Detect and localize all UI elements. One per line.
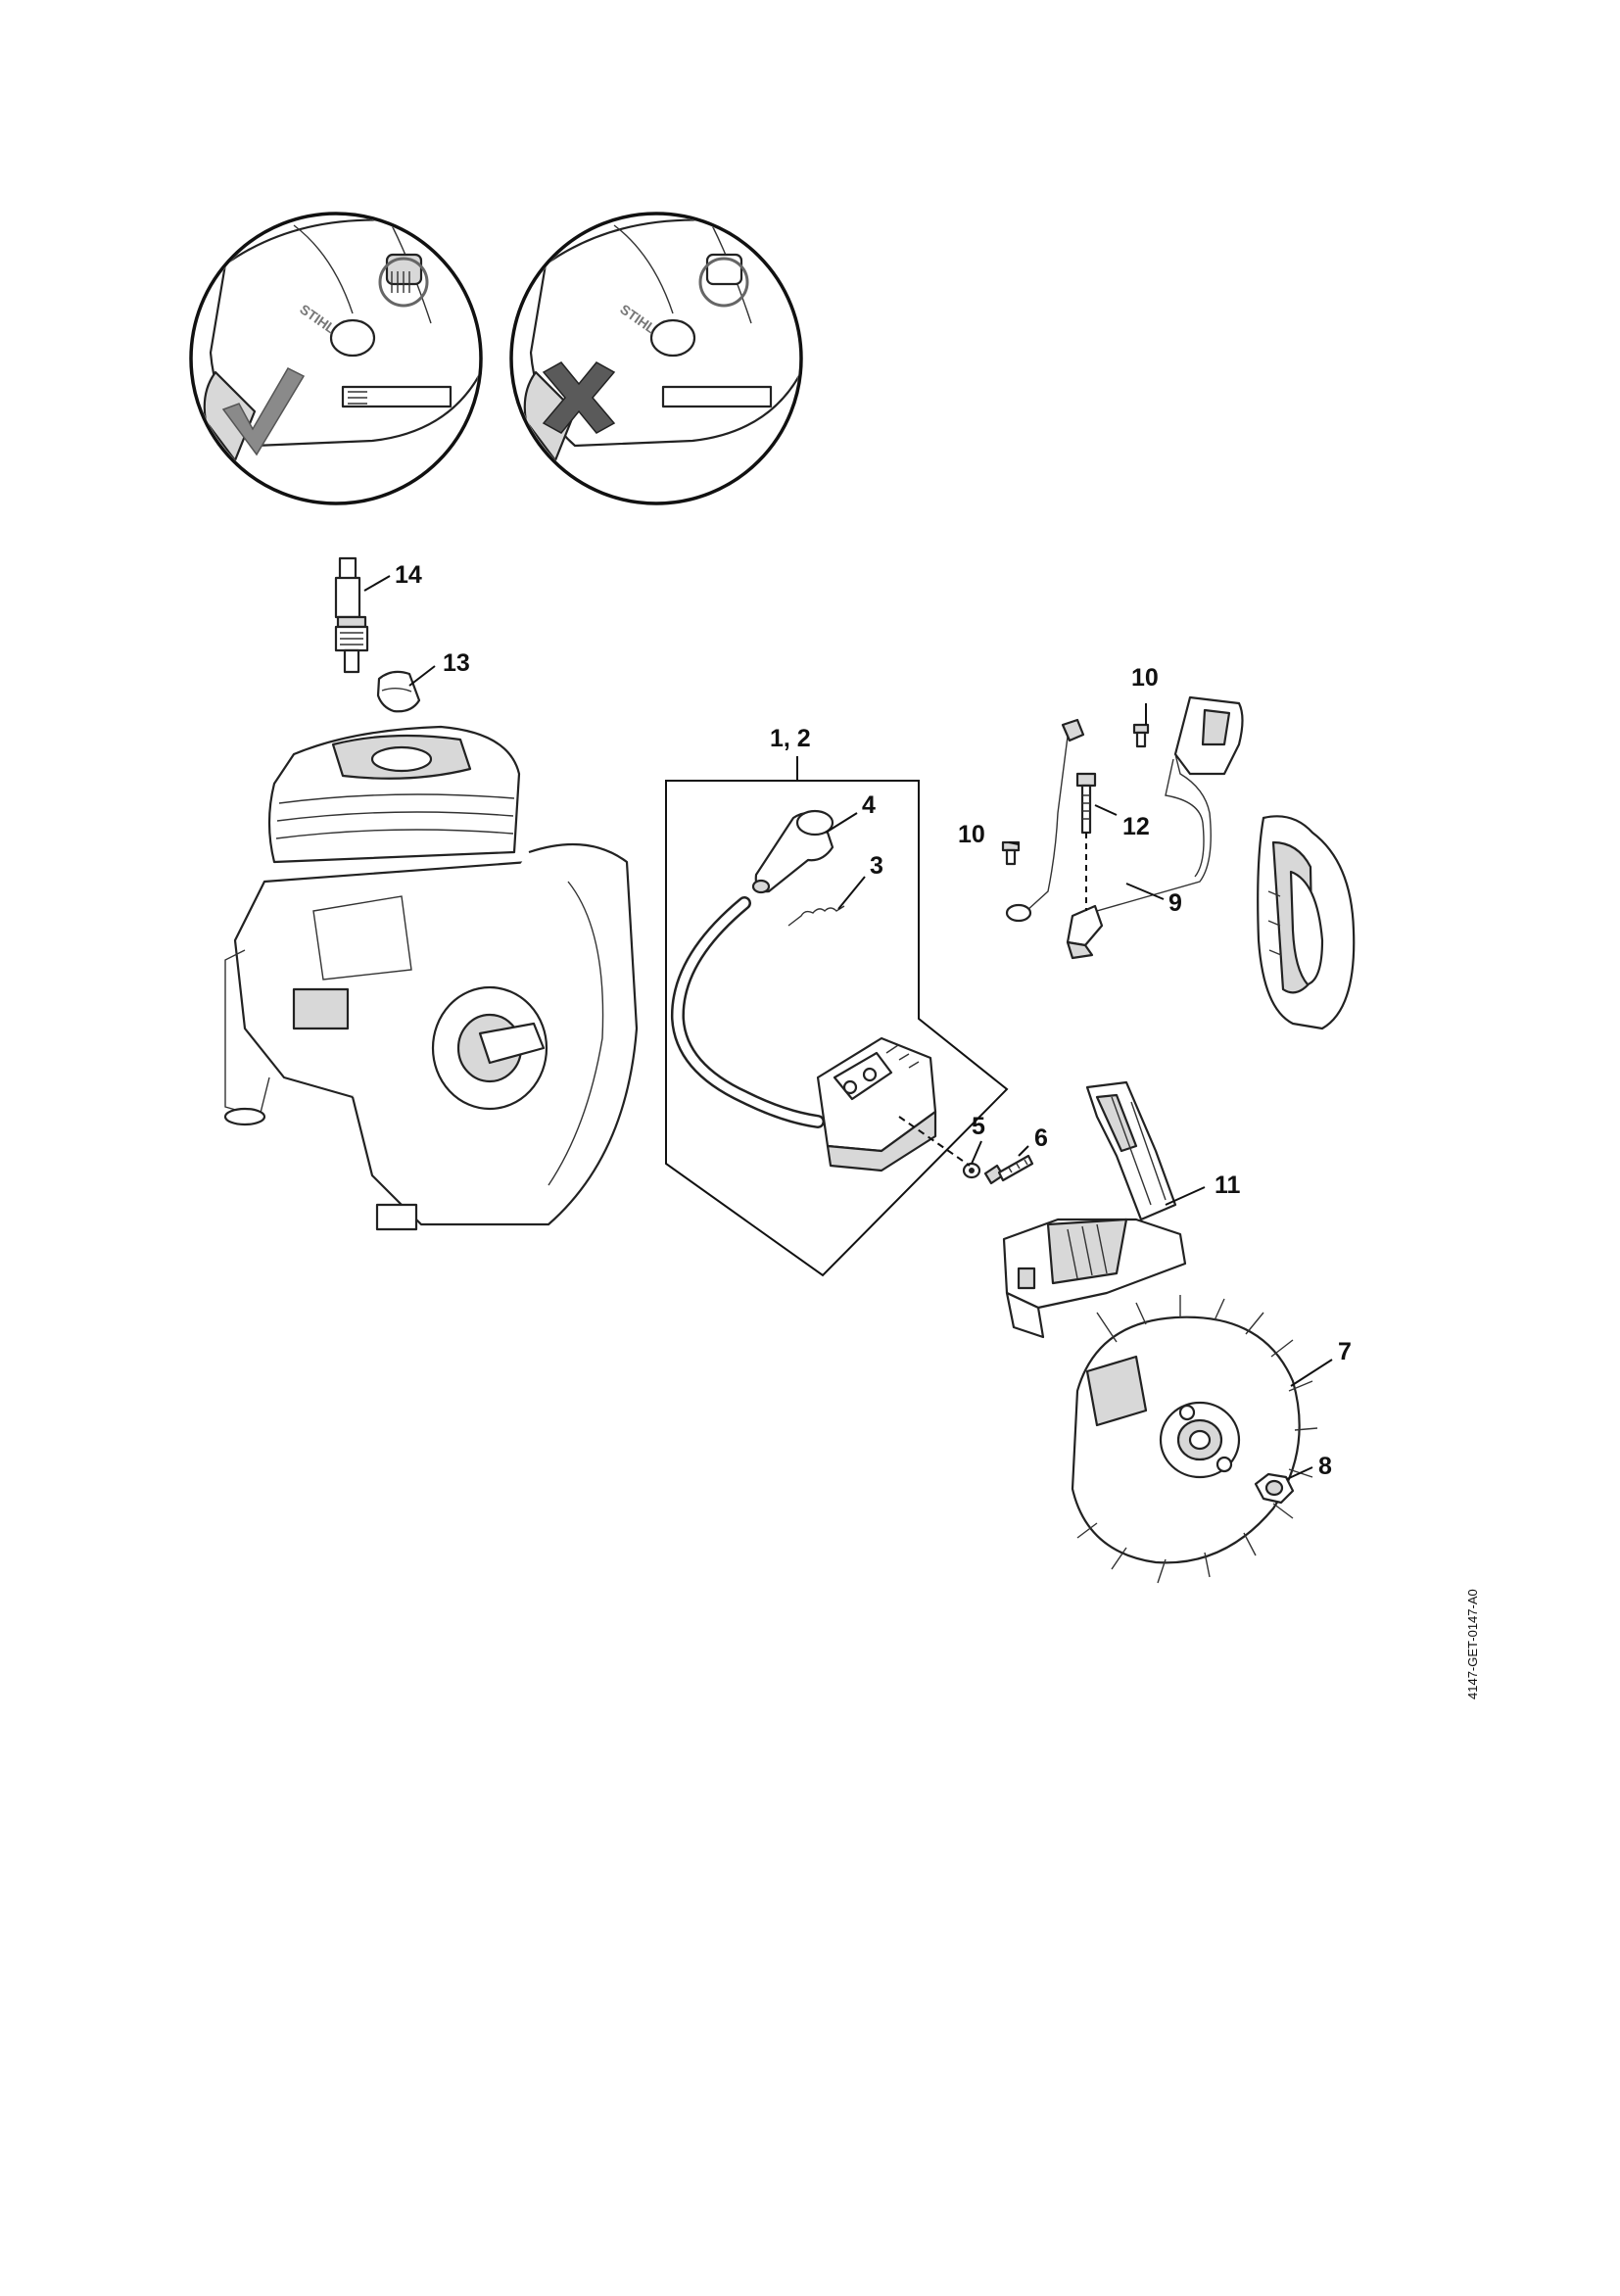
flywheel [1071,1295,1318,1584]
screw [983,1154,1034,1185]
leader-lines [363,575,1333,1480]
callout-7: 7 [1338,1338,1352,1365]
document-id: 4147-GET-0147-A0 [1465,1589,1480,1699]
handle-housing [1257,815,1356,1030]
ground-screw [1075,772,1097,835]
callout-labels: 14 13 1, 2 4 3 10 10 12 9 5 6 11 7 8 [395,561,1352,1480]
spark-plug-boot [376,670,421,713]
callout-8: 8 [1318,1453,1332,1480]
callout-9: 9 [1168,889,1182,917]
screw-upper [1132,723,1150,748]
callout-4: 4 [862,791,876,819]
check-mark-icon [221,367,306,456]
callout-14: 14 [395,561,422,589]
screw-lower [1001,840,1021,866]
callout-12: 12 [1122,813,1150,840]
ignition-module [670,896,937,1172]
cross-mark-icon [542,361,616,434]
callout-6: 6 [1034,1124,1048,1152]
contact-spring [787,905,845,927]
inset-incorrect-view: STIHL [509,212,803,505]
ignition-module-group-bracket [665,756,1009,1277]
callout-3: 3 [870,852,883,880]
fan-housing-cover [1002,1080,1187,1339]
inset-correct-view: STIHL [189,212,483,505]
callout-13: 13 [443,649,470,677]
washer [962,1162,981,1179]
spark-plug [334,556,369,674]
callout-10-lower: 10 [958,821,985,848]
short-circuit-wire [1005,695,1244,960]
flywheel-nut [1254,1472,1295,1505]
callout-5: 5 [972,1113,985,1140]
callout-1-2: 1, 2 [770,725,811,752]
engine-crankcase [223,725,639,1231]
callout-11: 11 [1215,1172,1241,1199]
callout-10-upper: 10 [1131,664,1159,692]
ignition-lead-boot [751,809,834,894]
